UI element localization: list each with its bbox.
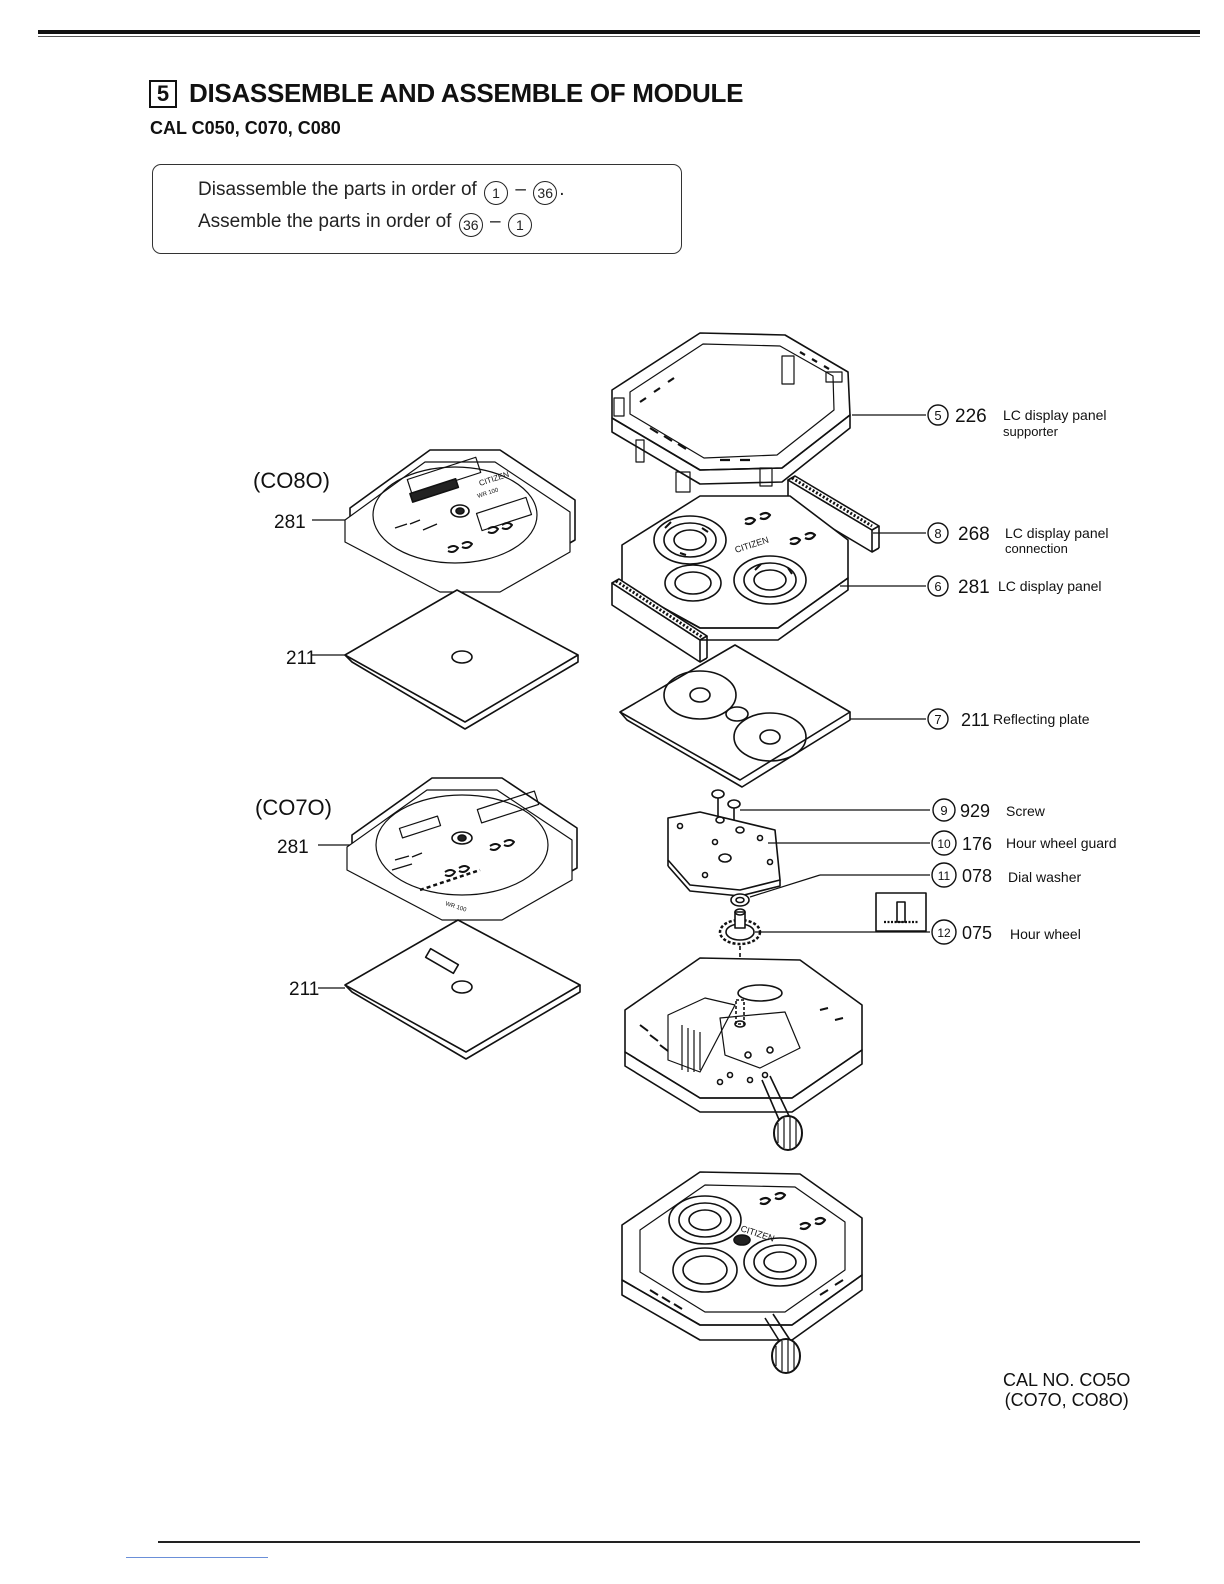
step-circle: 36 (458, 213, 483, 237)
c070-panel-code: 281 (277, 837, 309, 858)
part-name: Hour wheel guard (1006, 835, 1117, 851)
hour-wheel (718, 908, 762, 990)
step-number: 6 (934, 579, 941, 594)
part-name-line2: supporter (1003, 424, 1059, 439)
caliber-list: CAL C050, C070, C080 (150, 118, 341, 138)
part-name: Hour wheel (1010, 926, 1081, 942)
lc-panel-supporter-frame (611, 332, 851, 493)
step-circle-5 (927, 404, 949, 426)
step-number: 8 (934, 526, 941, 541)
section-number-box: 5 (149, 80, 177, 108)
step-circle: 36 (533, 181, 558, 205)
c080-variant-label: (CO8O) (253, 468, 330, 493)
step-circle: 1 (507, 213, 532, 237)
c080-reflecting-plate (344, 589, 579, 730)
step-number: 7 (934, 712, 941, 727)
part-name: LC display panel (1003, 407, 1107, 423)
footer-caliber-note: CAL NO. CO5O (CO7O, CO8O) (1003, 1370, 1130, 1410)
part-code: 176 (962, 834, 992, 854)
bottom-blue-line (126, 1557, 268, 1558)
c070-reflecting-plate (344, 919, 581, 1060)
step-circles (927, 404, 957, 945)
lc-panel-connection-left (611, 578, 708, 663)
part-name: LC display panel (998, 578, 1102, 594)
step-circle-8 (927, 522, 949, 544)
part-name: Reflecting plate (993, 711, 1090, 727)
step-number: 9 (940, 803, 947, 818)
part-code: 075 (962, 923, 992, 943)
instruction-box: Disassemble the parts in order of 1 – 36… (152, 164, 682, 254)
step-number: 5 (934, 408, 941, 423)
part-code: 226 (955, 406, 987, 427)
c080-panel-code: 281 (274, 512, 306, 533)
step-circle-12 (931, 919, 957, 945)
module-movement (624, 957, 863, 1151)
step-number: 11 (938, 869, 951, 883)
c070-plate-code: 211 (289, 979, 319, 1000)
section-title: DISASSEMBLE AND ASSEMBLE OF MODULE (189, 78, 744, 108)
c080-lc-panel (344, 449, 576, 593)
dash: – (515, 179, 526, 200)
part-name-line2: connection (1005, 541, 1068, 556)
dash: – (490, 211, 501, 232)
lc-panel-connection-right (787, 475, 880, 553)
hour-wheel-inset-icon (875, 892, 927, 932)
dial-washer (730, 893, 750, 907)
part-name: LC display panel (1005, 525, 1109, 541)
step-circle: 1 (484, 181, 509, 205)
bottom-rule (158, 1541, 1140, 1543)
step-circle-6 (927, 575, 949, 597)
assemble-instruction: Assemble the parts in order of 36 – 1 (198, 211, 534, 237)
step-circle-7 (927, 708, 949, 730)
footer-cal-no: CAL NO. CO5O (1003, 1370, 1131, 1390)
disassemble-instruction: Disassemble the parts in order of 1 – 36… (198, 179, 565, 205)
step-circle-11 (931, 862, 957, 888)
part-name: Dial washer (1008, 869, 1081, 885)
part-code: 929 (960, 801, 990, 821)
part-code: 268 (958, 524, 990, 545)
leader-lines (312, 414, 930, 989)
c080-plate-code: 211 (286, 648, 316, 669)
step-circle-9 (932, 798, 956, 822)
part-code: 281 (958, 577, 990, 598)
footer-variants: (CO7O, CO8O) (1004, 1390, 1129, 1410)
step-number: 10 (937, 837, 951, 851)
step-number: 12 (937, 926, 951, 940)
part-code: 078 (962, 866, 992, 886)
top-rule-thin (38, 36, 1200, 37)
top-rule (38, 30, 1200, 34)
assemble-text: Assemble the parts in order of (198, 211, 452, 232)
disassemble-text: Disassemble the parts in order of (198, 179, 477, 200)
hour-wheel-guard (667, 811, 781, 897)
c070-variant-label: (CO7O) (255, 795, 332, 820)
c070-lc-panel (346, 777, 578, 921)
part-name: Screw (1006, 803, 1046, 819)
part-code: 211 (961, 710, 990, 730)
assembled-module (621, 1171, 863, 1374)
reflecting-plate (619, 644, 851, 788)
step-circle-10 (931, 830, 957, 856)
